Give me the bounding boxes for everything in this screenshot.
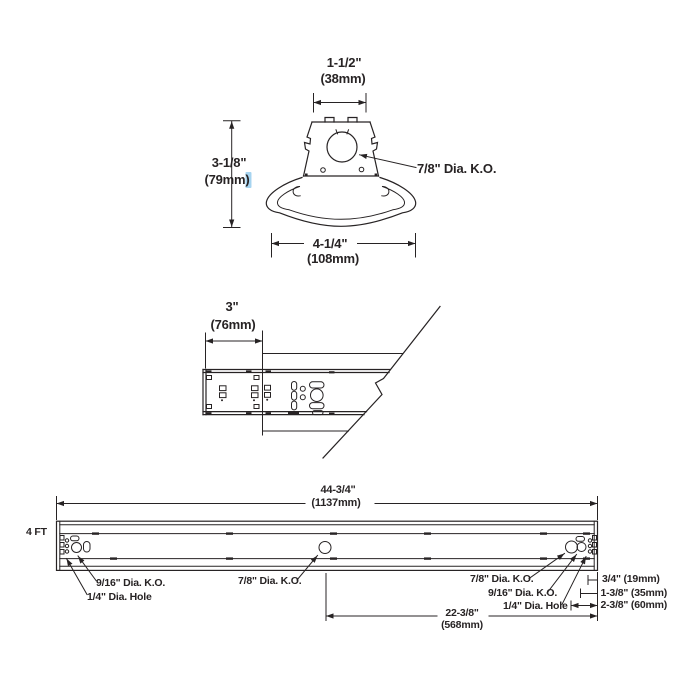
right-knockout-label-2: 9/16" Dia. K.O. [488,587,558,599]
mounting-hole [358,166,365,173]
center-distance-inches: 22-3/8" [445,607,479,619]
center-knockout-label: 7/8" Dia. K.O. [238,575,302,587]
right-hole-label: 1/4" Dia. Hole [503,599,568,612]
top-width-mm: (38mm) [320,70,366,86]
bottom-width-mm: (108mm) [306,251,360,266]
right-knockout-leader-1 [528,552,566,580]
selection-highlight: ) [245,172,252,188]
fixture-size-label: 4 FT [26,526,47,538]
mounting-hole [320,167,326,173]
knockout-leader-line [358,153,417,169]
right-knockout-cluster [565,535,597,555]
fixture-body [55,520,599,572]
right-knockout-leader-2 [546,553,578,594]
offset-label-2: 1-3/8" (35mm) [600,586,668,599]
left-hole-label: 1/4" Dia. Hole [87,591,152,603]
reflector-inner [276,185,406,220]
right-knockout-label-1: 7/8" Dia. K.O. [470,572,534,585]
overall-length-mm: (1137mm) [311,496,361,509]
offset-label-1: 3/4" (19mm) [602,572,660,585]
height-inches: 3-1/8" [211,155,247,170]
center-distance-mm: (568mm) [441,618,483,631]
break-line [322,305,441,459]
cross-section-knockout-label: 7/8" Dia. K.O. [417,161,497,176]
cross-section-knockout [326,131,358,163]
right-hole-leader [561,555,587,606]
left-knockout-leader [77,555,97,582]
cross-section-view-lines [223,93,417,258]
offset-label-3: 2-3/8" (60mm) [600,599,668,611]
left-knockout-label: 9/16" Dia. K.O. [96,577,166,589]
height-mm: (79mm) [204,172,252,188]
overall-length-inches: 44-3/4" [320,484,356,496]
center-knockout [318,541,332,554]
top-width-inches: 1-1/2" [326,55,362,70]
reflector-outer [265,176,417,227]
bottom-width-inches: 4-1/4" [312,235,348,251]
end-depth-inches: 3" [225,299,239,314]
end-depth-mm: (76mm) [210,316,256,332]
end-detail-view-lines [202,305,441,459]
end-detail-knockout-cluster [291,381,325,411]
left-knockout-cluster [59,535,91,555]
side-view-lines [55,496,599,621]
center-knockout-leader [296,554,319,581]
left-hole-leader [65,557,88,596]
